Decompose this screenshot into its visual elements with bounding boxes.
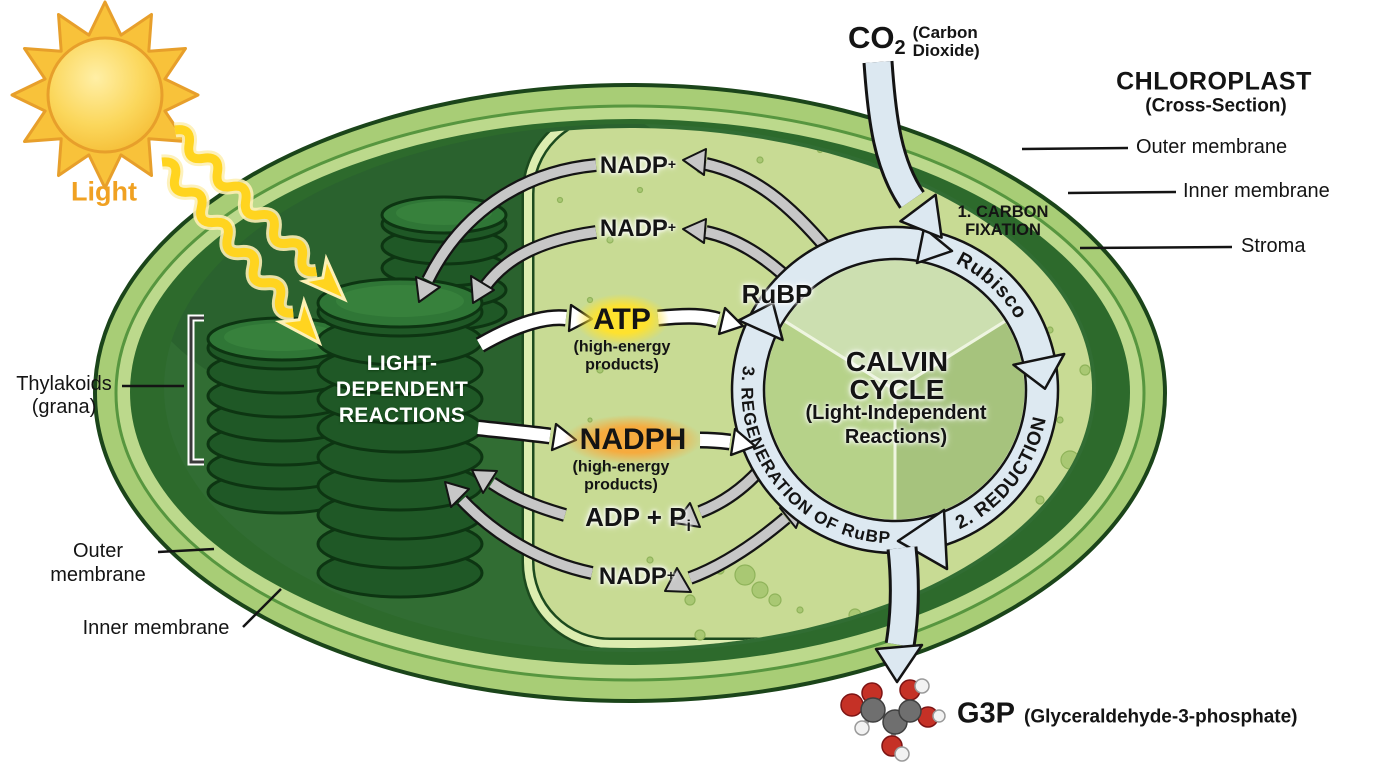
thylakoid-bracket bbox=[187, 314, 204, 466]
outer-membrane-right-label: Outer membrane bbox=[1136, 136, 1288, 159]
light-wave-arrow-1 bbox=[173, 122, 348, 303]
ring-arrowhead-top bbox=[915, 226, 954, 265]
page-title: CHLOROPLAST bbox=[1116, 67, 1312, 96]
ring-arrowhead-bottom bbox=[896, 508, 949, 571]
calvin-cycle-title-1: CALVIN bbox=[845, 345, 949, 377]
nadp-recycle-arrows bbox=[415, 148, 834, 593]
carbon-atoms bbox=[860, 697, 922, 735]
atp-label: ATP bbox=[575, 293, 669, 347]
co2-arrow bbox=[862, 60, 943, 239]
nadp-label-top2: NADP+ bbox=[599, 215, 677, 243]
sun-icon bbox=[10, 0, 200, 190]
thylakoids-label: Thylakoids(grana) bbox=[16, 373, 112, 418]
calvin-cycle-subtitle-2: Reactions) bbox=[844, 426, 948, 449]
rubp-label: RuBP bbox=[741, 278, 813, 309]
g3p-label: G3P (Glyceraldehyde-3-phosphate) bbox=[957, 697, 1298, 730]
inner-membrane-left-label: Inner membrane bbox=[82, 617, 230, 640]
ring-arrowhead-right bbox=[1012, 352, 1066, 390]
g3p-arrow bbox=[874, 546, 924, 684]
light-wave-arrow-2 bbox=[161, 154, 323, 347]
hydrogen-atoms bbox=[854, 678, 946, 762]
adp-pi-label: ADP + Pi bbox=[585, 501, 691, 535]
calvin-cycle-subtitle-1: (Light-Independent bbox=[805, 402, 987, 425]
light-label: Light bbox=[71, 176, 137, 207]
nadph-label: NADPH bbox=[563, 414, 703, 466]
co2-formula: CO2 bbox=[848, 20, 906, 59]
leader-lines bbox=[122, 146, 1233, 628]
calvin-cycle-title-2: CYCLE bbox=[849, 373, 945, 405]
ring-arrowhead-left bbox=[737, 301, 784, 342]
nadp-label-bottom: NADP+ bbox=[598, 563, 676, 591]
stroma-label: Stroma bbox=[1241, 235, 1306, 258]
page-subtitle: (Cross-Section) bbox=[1145, 95, 1287, 117]
inner-membrane-right-label: Inner membrane bbox=[1183, 180, 1330, 203]
nadp-label-top1: NADP+ bbox=[599, 152, 677, 180]
light-dependent-reactions-label: LIGHT- DEPENDENT REACTIONS bbox=[335, 351, 469, 428]
g3p-molecule bbox=[840, 678, 946, 762]
thylakoid-stack-front bbox=[316, 277, 484, 599]
